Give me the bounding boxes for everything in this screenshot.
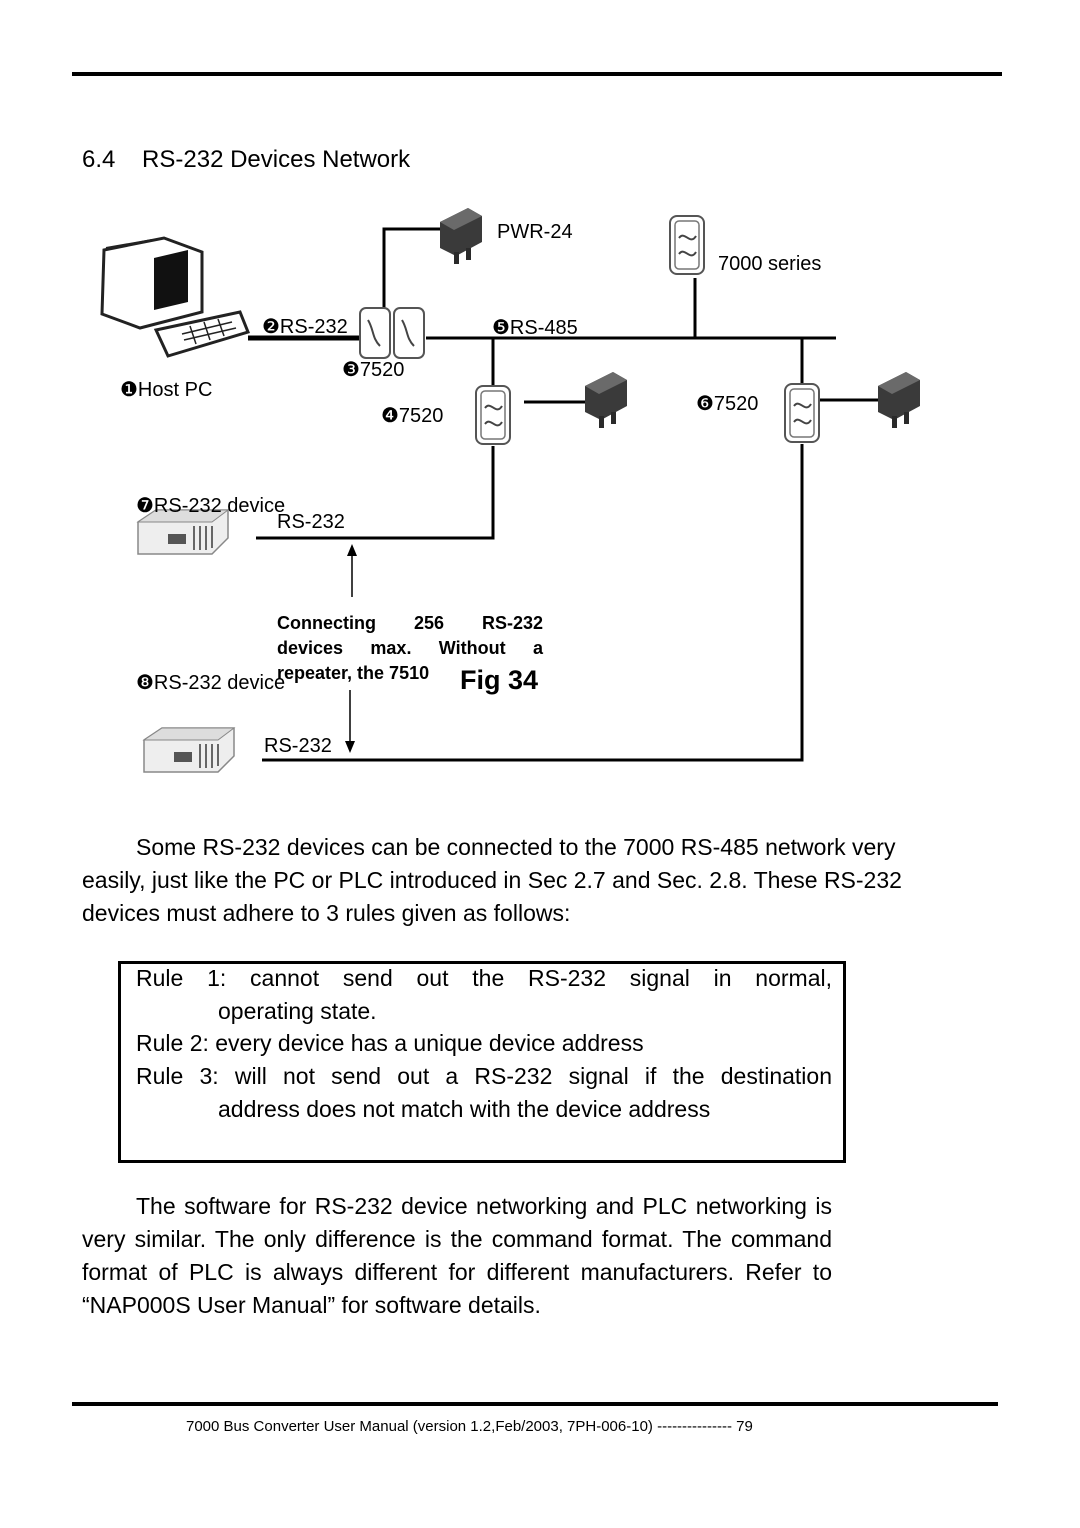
link-8-label: RS-232 (264, 735, 332, 757)
power-module-icon (585, 372, 627, 428)
software-paragraph: The software for RS-232 device networkin… (82, 1193, 832, 1318)
bottom-rule (72, 1402, 998, 1406)
host-pc-icon (100, 236, 251, 358)
link-7-label: RS-232 (277, 511, 345, 533)
power-module-icon (878, 372, 920, 428)
rs232-top-label: ❷RS-232 (262, 316, 348, 338)
arrow-up-icon (347, 544, 357, 556)
arrow-down-icon (345, 741, 355, 753)
converter-6-label: ❻7520 (696, 393, 759, 415)
device-7-label: ❼RS-232 device (136, 495, 286, 517)
power-module-icon (440, 208, 482, 264)
series-label: 7000 series (718, 253, 822, 275)
note-line: Connecting 256 RS-232 (277, 613, 543, 633)
rule-2: Rule 2: every device has a unique device… (136, 1030, 644, 1056)
rule-3-continued: address does not match with the device a… (218, 1096, 711, 1122)
converter-4-label: ❹7520 (381, 405, 444, 427)
top-rule (72, 72, 1002, 76)
rule-1: Rule 1: cannot send out the RS-232 signa… (136, 965, 832, 991)
converter-7520-icon (359, 307, 425, 359)
device-8-label: ❽RS-232 device (136, 672, 286, 694)
rs485-label: ❺RS-485 (492, 317, 578, 339)
section-title: RS-232 Devices Network (142, 146, 411, 173)
pwr-label: PWR-24 (497, 221, 573, 243)
host-pc-label: ❶Host PC (120, 379, 213, 401)
page-footer: 7000 Bus Converter User Manual (version … (186, 1418, 753, 1435)
converter-7520-icon (475, 385, 511, 445)
note-line: devices max. Without a (277, 638, 543, 658)
note-line: repeater, the 7510 (277, 663, 430, 683)
converter-7520-icon (784, 383, 820, 443)
converter-7000-series-icon (669, 215, 705, 275)
section-heading: 6.4 RS-232 Devices Network (82, 146, 410, 174)
rule-1-continued: operating state. (218, 998, 377, 1024)
figure-caption: Fig 34 (460, 665, 539, 695)
rules-box (118, 961, 846, 1163)
diagram-note: Connecting 256 RS-232 devices max. Witho… (277, 611, 543, 686)
intro-paragraph: Some RS-232 devices can be connected to … (82, 834, 902, 926)
network-wires (248, 227, 880, 762)
rs232-device-icon (143, 727, 235, 773)
network-diagram (100, 208, 920, 773)
section-number: 6.4 (82, 146, 116, 173)
converter-3-label: ❸7520 (342, 359, 405, 381)
rule-3: Rule 3: will not send out a RS-232 signa… (136, 1063, 832, 1089)
